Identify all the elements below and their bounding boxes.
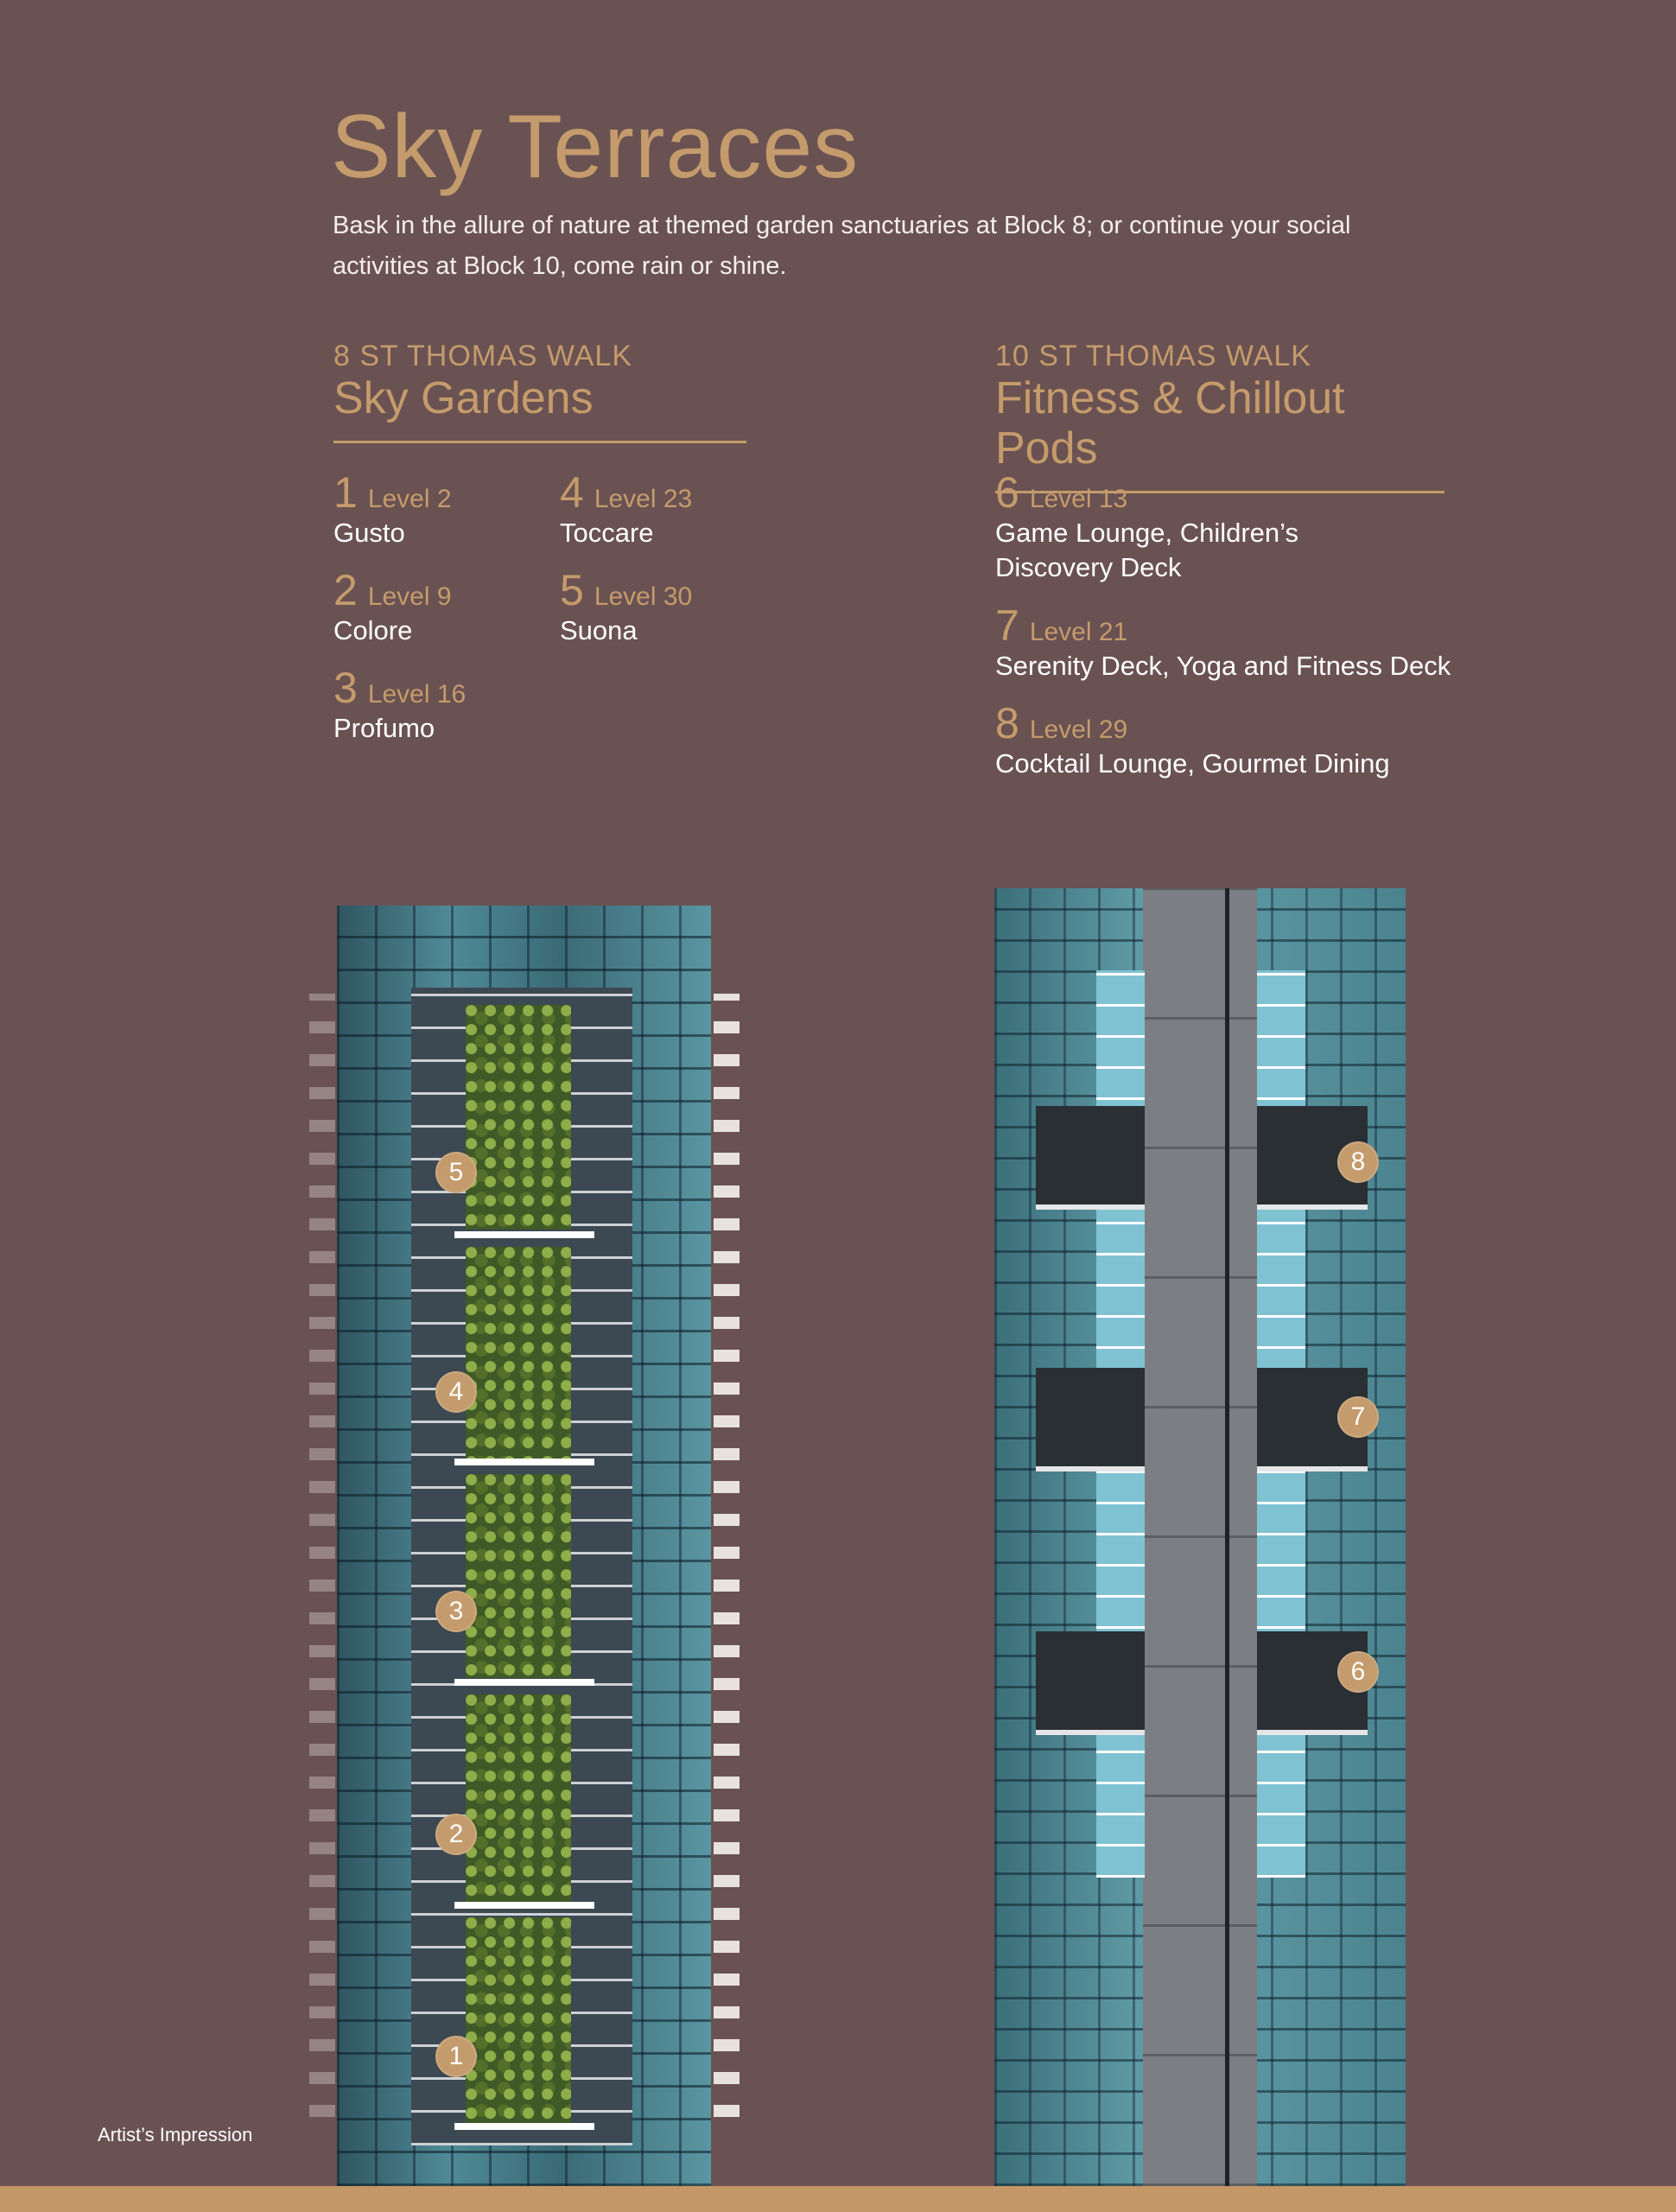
item-number: 7 <box>995 601 1019 650</box>
list-item: 4 Level 23 Toccare <box>560 471 692 550</box>
item-level: Level 21 <box>1029 618 1128 646</box>
item-name: Profumo <box>333 713 435 743</box>
item-name: Game Lounge, Children’s Discovery Deck <box>995 518 1298 582</box>
marker-4: 4 <box>435 1371 477 1413</box>
item-name: Colore <box>333 615 413 645</box>
item-name: Cocktail Lounge, Gourmet Dining <box>995 748 1390 779</box>
item-number: 1 <box>333 468 358 517</box>
block-8-tower-illustration <box>337 906 711 2186</box>
garden-ledge <box>454 2123 594 2130</box>
list-item: 3 Level 16 Profumo <box>333 666 466 746</box>
block-10-divider <box>995 491 1444 493</box>
block-10-tower-illustration <box>994 888 1406 2186</box>
block-8-section: 8 ST THOMAS WALK Sky Gardens <box>333 339 746 443</box>
garden-ledge <box>454 1902 594 1909</box>
page-title: Sky Terraces <box>331 97 860 197</box>
item-name: Serenity Deck, Yoga and Fitness Deck <box>995 651 1451 681</box>
block-8-address: 8 ST THOMAS WALK <box>333 340 633 372</box>
item-number: 5 <box>560 566 584 614</box>
image-caption: Artist’s Impression <box>98 2124 253 2145</box>
marker-1: 1 <box>435 2036 477 2077</box>
list-item: 5 Level 30 Suona <box>560 569 692 648</box>
greenery <box>466 1247 571 1459</box>
item-level: Level 23 <box>594 485 693 513</box>
item-level: Level 9 <box>367 582 452 611</box>
pod-level-13-left <box>1036 1631 1145 1735</box>
list-item: 1 Level 2 Gusto <box>333 471 452 550</box>
pod-level-29-left <box>1036 1106 1145 1210</box>
block-10-heading: Fitness & Chillout Pods <box>995 373 1345 474</box>
block-8-divider <box>333 441 746 443</box>
item-number: 8 <box>995 699 1019 747</box>
block-8-heading: Sky Gardens <box>333 373 594 423</box>
list-item: 7 Level 21 Serenity Deck, Yoga and Fitnes… <box>995 604 1479 683</box>
item-level: Level 16 <box>367 680 467 709</box>
garden-ledge <box>454 1459 594 1465</box>
pod-level-21-left <box>1036 1368 1145 1471</box>
item-level: Level 2 <box>367 485 452 513</box>
facade-fins-left <box>309 994 335 2117</box>
item-name: Gusto <box>333 518 405 548</box>
intro-text: Bask in the allure of nature at themed g… <box>333 212 1351 280</box>
greenery <box>466 1694 571 1902</box>
item-name: Suona <box>560 615 638 645</box>
greenery <box>466 1005 571 1230</box>
greenery <box>466 1917 571 2123</box>
marker-3: 3 <box>435 1591 477 1632</box>
list-item: 8 Level 29 Cocktail Lounge, Gourmet Dinin… <box>995 702 1479 781</box>
item-number: 6 <box>995 468 1019 517</box>
item-number: 3 <box>333 664 358 712</box>
marker-8: 8 <box>1337 1141 1379 1183</box>
block-10-address: 10 ST THOMAS WALK <box>995 340 1311 372</box>
item-number: 4 <box>560 468 584 517</box>
facade-fins-right <box>714 994 740 2117</box>
list-item: 6 Level 13 Game Lounge, Children’s Discov… <box>995 471 1444 585</box>
block-10-section: 10 ST THOMAS WALK Fitness & Chillout Pod… <box>995 339 1444 493</box>
list-item: 2 Level 9 Colore <box>333 569 452 648</box>
item-level: Level 30 <box>594 582 693 611</box>
greenery <box>466 1474 571 1678</box>
marker-6: 6 <box>1337 1651 1379 1693</box>
garden-ledge <box>454 1231 594 1238</box>
marker-7: 7 <box>1337 1396 1379 1438</box>
item-level: Level 29 <box>1029 715 1128 744</box>
service-core <box>1143 888 1257 2186</box>
item-level: Level 13 <box>1029 485 1128 513</box>
garden-ledge <box>454 1679 594 1686</box>
footer-strip <box>0 2186 1676 2212</box>
marker-2: 2 <box>435 1814 477 1855</box>
marker-5: 5 <box>435 1152 477 1193</box>
item-name: Toccare <box>560 518 654 548</box>
item-number: 2 <box>333 566 358 614</box>
